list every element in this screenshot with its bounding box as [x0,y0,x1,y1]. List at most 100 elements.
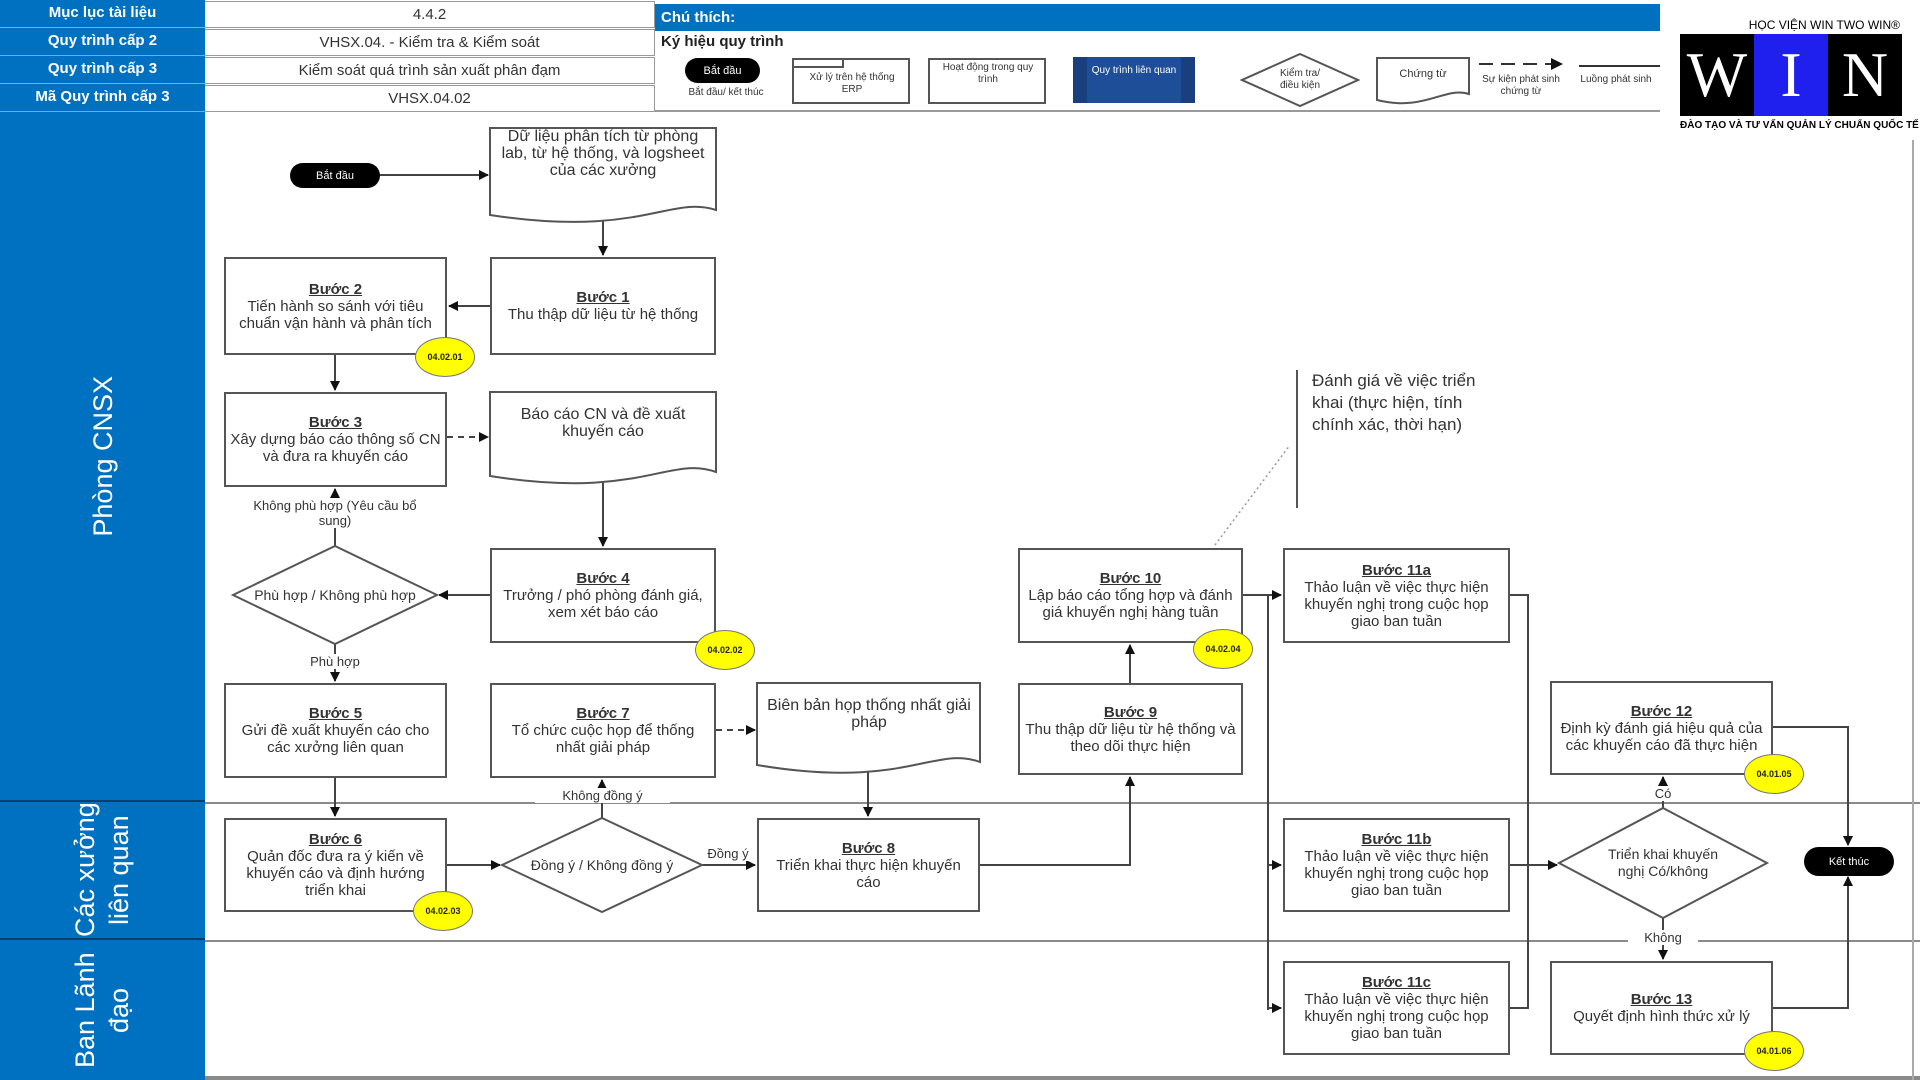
step-text: Xây dựng báo cáo thông số CN và đưa ra k… [230,431,441,465]
step-text: Thu thập dữ liệu từ hệ thống [507,306,699,323]
doc2-shape [489,391,717,485]
step-b12[interactable]: Bước 12 Định kỳ đánh giá hiệu quả của cá… [1550,681,1773,775]
doc3-text[interactable]: Biên bản họp thống nhất giải pháp [767,697,971,731]
doc2-text[interactable]: Báo cáo CN và đề xuất khuyến cáo [520,406,686,440]
step-b4[interactable]: Bước 4 Trưởng / phó phòng đánh giá, xem … [490,548,716,643]
evaluation-note: Đánh giá về việc triển khai (thực hiện, … [1296,370,1476,508]
edge-label-fit: Phù hợp [290,654,380,669]
header-value-code: VHSX.04.02 [205,85,655,112]
edge-b8-b9 [980,776,1135,866]
legend-flow-caption: Luồng phát sinh [1580,74,1652,85]
step-b13[interactable]: Bước 13 Quyết định hình thức xử lý [1550,961,1773,1055]
edge-label-not-fit: Không phù hợp (Yêu cầu bổ sung) [250,498,420,528]
legend-document-shape [1376,57,1470,105]
legend-flow-line [1579,65,1660,67]
header-value-toc: 4.4.2 [205,1,655,28]
step-title: Bước 4 [576,570,630,587]
header-value-level3: Kiểm soát quá trình sản xuất phân đạm [205,57,655,84]
step-code-badge-b6: 04.02.03 [413,891,473,931]
legend-start-caption: Bắt đầu/ kết thúc [688,87,764,98]
step-text: Trưởng / phó phòng đánh giá, xem xét báo… [503,587,703,621]
header-table: Mục lục tài liệu 4.4.2 Quy trình cấp 2 V… [0,0,655,112]
lane-label-cac-xuong: Các xưởng liên quan [0,802,205,940]
step-text: Thảo luận về việc thực hiện khuyến nghị … [1304,578,1489,630]
diagram-right-border [1912,140,1914,1080]
step-title: Bước 2 [308,280,363,298]
step-title: Bước 11a [1361,561,1432,579]
decision-d2-shape [499,816,705,914]
step-title: Bước 10 [1099,570,1162,587]
legend-decision-label: Kiểm tra/ điều kiện [1279,68,1321,91]
logo-top-text: HỌC VIỆN WIN TWO WIN® [1748,18,1900,32]
start-terminal[interactable]: Bắt đầu [290,163,380,188]
lane-divider [205,1076,1920,1080]
step-b7[interactable]: Bước 7 Tổ chức cuộc họp để thống nhất gi… [490,683,716,778]
header-label-code: Mã Quy trình cấp 3 [0,84,205,112]
decision-d3-text[interactable]: Triển khai khuyến nghị Có/không [1608,846,1718,879]
step-text: Gửi đề xuất khuyến cáo cho các xưởng liê… [241,722,430,756]
step-b2[interactable]: Bước 2 Tiến hành so sánh với tiêu chuẩn … [224,257,447,355]
step-title: Bước 12 [1630,702,1693,720]
header-label-level3: Quy trình cấp 3 [0,56,205,84]
step-title: Bước 8 [841,839,896,857]
step-b11a[interactable]: Bước 11a Thảo luận về việc thực hiện khu… [1283,548,1510,643]
header-label-level2: Quy trình cấp 2 [0,28,205,56]
step-title: Bước 11c [1361,974,1432,991]
step-b11b[interactable]: Bước 11b Thảo luận về việc thực hiện khu… [1283,818,1510,912]
logo-letter-n: N [1828,34,1902,116]
legend-subtitle: Ký hiệu quy trình [661,33,784,50]
legend-erp-tab [794,60,844,68]
legend-document-flow-caption: Sự kiện phát sinh chứng từ [1482,74,1560,97]
step-b5[interactable]: Bước 5 Gửi đề xuất khuyến cáo cho các xư… [224,683,447,778]
win-logo: HỌC VIỆN WIN TWO WIN® W I N ĐÀO TẠO VÀ T… [1660,0,1920,140]
lane-divider [205,940,1920,942]
edge-label-yes: Có [1648,786,1678,801]
step-text: Định kỳ đánh giá hiệu quả của các khuyến… [1560,719,1763,754]
legend-title: Chú thích: [655,4,1660,31]
step-text: Thu thập dữ liệu từ hệ thống và theo dõi… [1025,720,1236,755]
step-text: Tiến hành so sánh với tiêu chuẩn vận hàn… [239,297,432,332]
decision-d3-shape [1556,806,1770,920]
step-b1[interactable]: Bước 1 Thu thập dữ liệu từ hệ thống [490,257,716,355]
doc1-text[interactable]: Dữ liệu phân tích từ phòng lab, từ hệ th… [501,128,705,179]
lane-label-phong-cnsx: Phòng CNSX [0,112,205,802]
step-title: Bước 9 [1103,703,1158,721]
decision-d1-shape [230,544,440,646]
legend-activity-shape: Hoạt động trong quy trình [928,58,1046,104]
logo-letter-w: W [1680,34,1754,116]
step-text: Tổ chức cuộc họp để thống nhất giải pháp [511,722,695,756]
legend-activity-label: Hoạt động trong quy trình [942,62,1034,85]
header-label-toc: Mục lục tài liệu [0,0,205,28]
step-b9[interactable]: Bước 9 Thu thập dữ liệu từ hệ thống và t… [1018,683,1243,775]
edge-note-b10 [1214,444,1291,546]
step-text: Quản đốc đưa ra ý kiến về khuyến cáo và … [246,848,425,899]
step-title: Bước 11b [1361,831,1432,848]
end-terminal[interactable]: Kết thúc [1804,847,1894,876]
decision-d1-text[interactable]: Phù hợp / Không phù hợp [254,586,416,603]
step-text: Thảo luận về việc thực hiện khuyến nghị … [1304,991,1489,1042]
legend: Chú thích: Ký hiệu quy trình Bắt đầu Bắt… [655,0,1660,112]
step-title: Bước 3 [308,414,363,431]
step-b10[interactable]: Bước 10 Lập báo cáo tổng hợp và đánh giá… [1018,548,1243,643]
step-title: Bước 5 [308,705,363,722]
step-b6[interactable]: Bước 6 Quản đốc đưa ra ý kiến về khuyến … [224,818,447,912]
edge-label-no: Không [1628,930,1698,945]
step-code-badge-b4: 04.02.02 [695,630,755,670]
step-code-badge-b13: 04.01.06 [1744,1031,1804,1071]
edge-label-agree: Đồng ý [704,846,752,861]
step-title: Bước 13 [1630,991,1693,1008]
lane-divider [205,802,1920,804]
legend-related-process-label: Quy trình liên quan [1091,65,1177,76]
step-b11c[interactable]: Bước 11c Thảo luận về việc thực hiện khu… [1283,961,1510,1055]
decision-d2-text[interactable]: Đồng ý / Không đồng ý [530,856,674,873]
edge-label-disagree: Không đồng ý [535,788,670,803]
step-b3[interactable]: Bước 3 Xây dựng báo cáo thông số CN và đ… [224,392,447,487]
doc3-shape [756,682,981,774]
step-b8[interactable]: Bước 8 Triển khai thực hiện khuyến cáo [757,818,980,912]
logo-subtitle: ĐÀO TẠO VÀ TƯ VẤN QUẢN LÝ CHUẨN QUỐC TẾ [1680,120,1919,131]
legend-erp-label: Xử lý trên hệ thống ERP [809,72,895,95]
step-code-badge-b12: 04.01.05 [1744,754,1804,794]
logo-letters: W I N [1680,34,1902,116]
step-code-badge-b10: 04.02.04 [1193,629,1253,669]
logo-letter-i: I [1754,34,1828,116]
